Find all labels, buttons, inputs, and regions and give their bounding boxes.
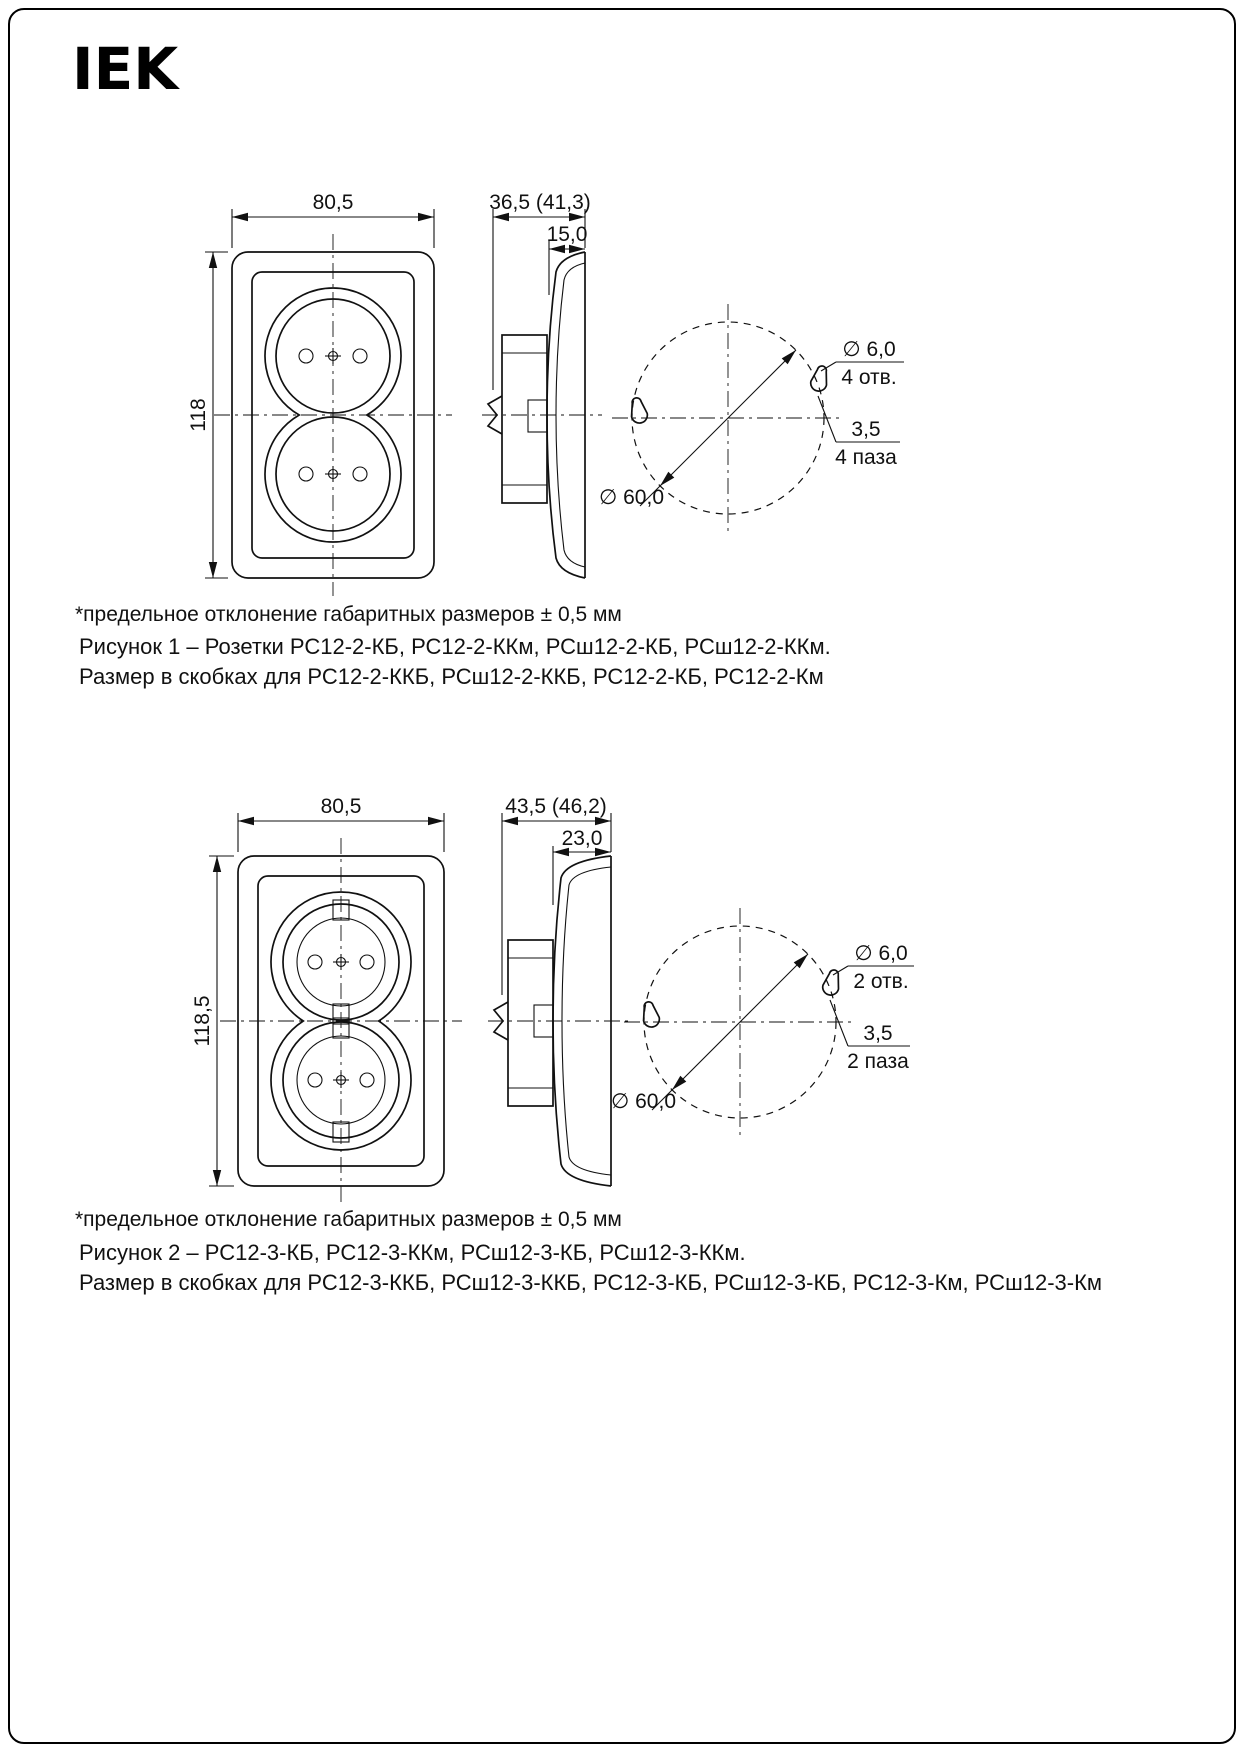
fig2-side-dimensions: 43,5 (46,2) 23,0 (501, 795, 612, 995)
fig2-socket-hole (307, 954, 323, 970)
fig1-screw-bottom (325, 466, 341, 482)
fig1-circle-diameter-label: ∅ 60,0 (599, 486, 664, 509)
fig2-front-dimensions: 80,5 118,5 (191, 795, 445, 1187)
fig1-slots-count-label: 4 паза (835, 446, 897, 469)
fig2-ground-clip (332, 1017, 350, 1039)
fig2-socket-hole (307, 1072, 323, 1088)
fig1-socket-hole (298, 348, 314, 364)
fig2-slots-count-label: 2 паза (847, 1050, 909, 1073)
fig2-circle-diameter-label: ∅ 60,0 (611, 1090, 676, 1113)
fig1-cover-depth-label: 15,0 (547, 223, 588, 246)
fig2-holes-count-label: 2 отв. (853, 970, 908, 993)
fig2-mounting-claw (492, 1001, 509, 1041)
fig1-screw-top (325, 348, 341, 364)
fig2-cover-depth-label: 23,0 (562, 827, 603, 850)
fig1-front-view (214, 234, 452, 596)
fig2-ground-clip (332, 1121, 350, 1143)
fig2-hole-diameter-label: ∅ 6,0 (854, 942, 907, 965)
fig2-screw-top (333, 954, 349, 970)
fig2-socket-hole (359, 1072, 375, 1088)
fig2-width-label: 80,5 (321, 795, 362, 818)
fig2-ground-clip (332, 899, 350, 921)
fig2-drill-diagram: ∅ 6,0 2 отв. 3,5 2 паза ∅ 60,0 (611, 908, 914, 1136)
fig2-height-label: 118,5 (191, 996, 214, 1047)
fig1-width-label: 80,5 (313, 191, 354, 214)
fig1-socket-hole (298, 466, 314, 482)
fig1-tolerance-note: *предельное отклонение габаритных размер… (75, 603, 622, 626)
page-border (8, 8, 1236, 1744)
fig2-ground-clip (332, 1003, 350, 1025)
fig1-keyhole-slot-right (809, 365, 828, 392)
fig2-tolerance-note: *предельное отклонение габаритных размер… (75, 1208, 622, 1231)
fig1-socket-hole (352, 348, 368, 364)
fig1-total-depth-label: 36,5 (41,3) (489, 191, 591, 214)
iek-logo: IEK (72, 35, 179, 103)
fig1-height-label: 118 (187, 398, 210, 431)
fig1-side-view (482, 251, 602, 579)
fig1-hole-diameter-label: ∅ 6,0 (842, 338, 895, 361)
fig2-side-view (488, 855, 628, 1187)
fig1-socket-hole (352, 466, 368, 482)
fig1-caption-line2: Размер в скобках для РС12-2-ККБ, РСш12-2… (79, 664, 824, 689)
fig1-mounting-claw (486, 395, 503, 435)
fig2-caption-line1: Рисунок 2 – РС12-3-КБ, РС12-3-ККм, РСш12… (79, 1240, 746, 1265)
fig2-total-depth-label: 43,5 (46,2) (505, 795, 607, 818)
fig1-front-dimensions: 80,5 118 (187, 191, 435, 579)
fig1-caption-line1: Рисунок 1 – Розетки РС12-2-КБ, РС12-2-КК… (79, 634, 831, 659)
fig1-keyhole-slot-left (630, 397, 649, 424)
fig2-keyhole-slot-right (821, 969, 840, 996)
fig2-screw-bottom (333, 1072, 349, 1088)
fig2-socket-hole (359, 954, 375, 970)
fig1-holes-count-label: 4 отв. (841, 366, 896, 389)
fig2-slot-width-label: 3,5 (863, 1022, 892, 1045)
fig2-caption-line2: Размер в скобках для РС12-3-ККБ, РСш12-3… (79, 1270, 1103, 1295)
fig1-slot-width-label: 3,5 (851, 418, 880, 441)
fig1-side-dimensions: 36,5 (41,3) 15,0 (489, 191, 591, 390)
fig2-front-view (220, 838, 462, 1204)
fig1-drill-diagram: ∅ 6,0 4 отв. 3,5 4 паза ∅ 60,0 (599, 304, 904, 532)
fig2-keyhole-slot-left (642, 1001, 661, 1028)
